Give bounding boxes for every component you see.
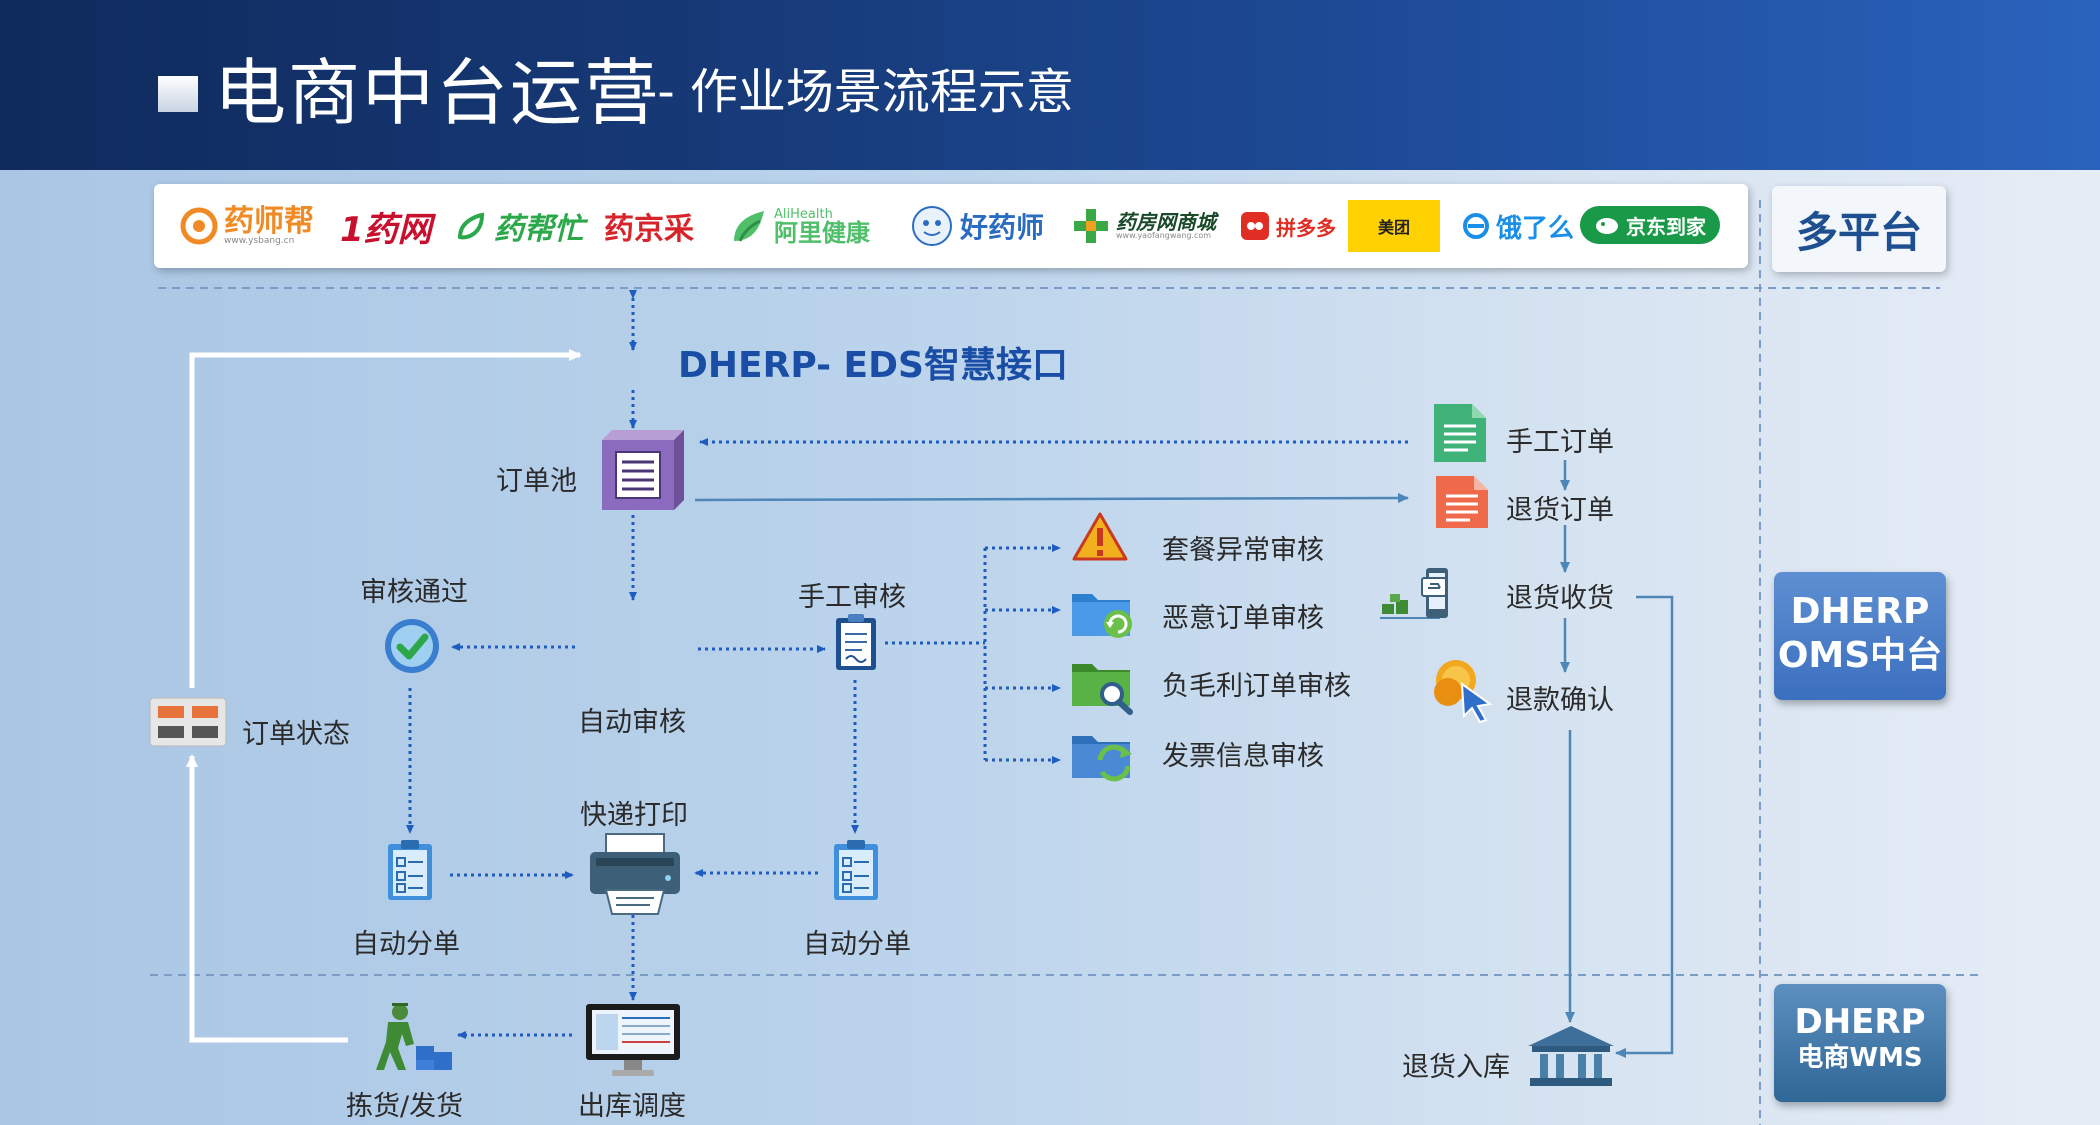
- manual-review-clipboard-icon: [836, 614, 876, 670]
- oms-line1: DHERP: [1790, 591, 1930, 632]
- auto-review-label: 自动审核: [578, 707, 686, 738]
- platform-logo-bar: 药师帮 www.ysbang.cn 1药网 药帮忙 药京采 AliHealth …: [154, 184, 1748, 268]
- auto-split-left-label: 自动分单: [352, 929, 460, 960]
- order-status-label: 订单状态: [242, 719, 350, 750]
- logo-yaobangmang: 药帮忙: [454, 202, 584, 250]
- warning-combo-icon: [1072, 512, 1128, 561]
- logo-haoyaoshi: 好药师: [910, 202, 1044, 250]
- manual-review-label: 手工审核: [798, 582, 906, 613]
- logo-jddaojia: 京东到家: [1580, 206, 1720, 244]
- yaobangmang-icon: [457, 212, 485, 240]
- printer-icon: [590, 833, 680, 915]
- pinduoduo-icon: [1241, 212, 1269, 240]
- pick-ship-worker-icon: [376, 1003, 452, 1070]
- check-combo-label: 套餐异常审核: [1162, 535, 1324, 566]
- refund-confirm-label: 退款确认: [1506, 685, 1614, 716]
- auto-split-left-icon: [388, 840, 432, 900]
- order-pool-icon: [602, 430, 684, 510]
- logo-yaofangwang: 药房网商城 www.yaofangwang.com: [1072, 202, 1216, 250]
- order-status-panel-icon: [149, 697, 227, 747]
- page-subtitle: -- 作业场景流程示意: [640, 64, 1074, 120]
- yaofangwang-icon: [1074, 209, 1108, 243]
- auto-split-right-label: 自动分单: [803, 929, 911, 960]
- logo-yaojingcai: 药京采: [604, 212, 694, 247]
- return-receive-label: 退货收货: [1506, 583, 1614, 614]
- wms-line2: 电商WMS: [1797, 1043, 1923, 1073]
- express-print-label: 快递打印: [580, 800, 688, 831]
- multi-platform-label: 多平台: [1772, 186, 1946, 272]
- ysbang-icon: [180, 207, 218, 245]
- haoyaoshi-icon: [912, 206, 952, 246]
- check-malicious-label: 恶意订单审核: [1162, 603, 1324, 634]
- manual-order-label: 手工订单: [1506, 427, 1614, 458]
- folder-sync-icon: [1072, 736, 1132, 782]
- return-storage-label: 退货入库: [1402, 1052, 1510, 1083]
- check-invoice-label: 发票信息审核: [1162, 741, 1324, 772]
- header-banner: 电商中台运营 -- 作业场景流程示意: [0, 0, 2100, 170]
- oms-line2: OMS中台: [1777, 635, 1943, 676]
- logo-ysbang: 药师帮 www.ysbang.cn: [180, 202, 314, 250]
- eleme-icon: [1463, 213, 1489, 239]
- logo-meituan: 美团: [1348, 200, 1440, 252]
- order-pool-label: 订单池: [496, 466, 577, 497]
- dherp-oms-box: DHERP OMS中台: [1774, 572, 1946, 700]
- manual-order-doc-icon: [1434, 404, 1486, 462]
- title-bullet: [158, 76, 198, 112]
- folder-search-icon: [1072, 664, 1133, 715]
- logo-1yaowang: 1药网: [340, 209, 432, 250]
- check-negative-margin-label: 负毛利订单审核: [1162, 671, 1351, 702]
- auto-split-right-icon: [834, 840, 878, 900]
- approved-check-icon: [385, 619, 439, 673]
- logo-eleme: 饿了么: [1462, 202, 1574, 250]
- alihealth-icon: [734, 211, 764, 242]
- warehouse-building-icon: [1528, 1026, 1614, 1086]
- return-order-label: 退货订单: [1506, 495, 1614, 526]
- jddaojia-dog-icon: [1596, 218, 1618, 234]
- outbound-dispatch-label: 出库调度: [578, 1091, 686, 1122]
- folder-refresh-icon: [1072, 594, 1132, 638]
- eds-interface-title: DHERP- EDS智慧接口: [678, 345, 1068, 386]
- dispatch-monitor-icon: [586, 1004, 680, 1076]
- dherp-wms-box: DHERP 电商WMS: [1774, 984, 1946, 1102]
- wms-line1: DHERP: [1794, 1002, 1926, 1042]
- page-title: 电商中台运营: [214, 51, 659, 135]
- logo-alihealth: AliHealth 阿里健康: [730, 202, 870, 250]
- pick-ship-label: 拣货/发货: [346, 1091, 464, 1122]
- logo-pinduoduo: 拼多多: [1240, 202, 1336, 250]
- return-order-doc-icon: [1436, 476, 1488, 528]
- approved-label: 审核通过: [360, 577, 468, 608]
- refund-coin-cursor-icon: [1434, 660, 1493, 724]
- return-receive-device-icon: [1382, 568, 1448, 618]
